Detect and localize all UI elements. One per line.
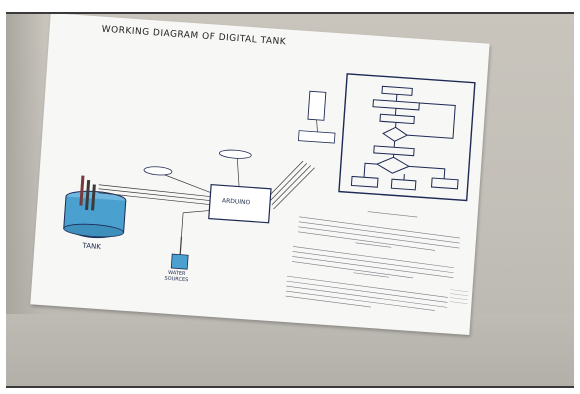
wall-bottom [6,314,574,386]
tank-drawing [63,175,127,239]
poster: WORKING DIAGRAM OF DIGITAL TANK [30,14,490,335]
flowchart [338,73,476,202]
poster-drawing [63,73,476,311]
photo-scene: WORKING DIAGRAM OF DIGITAL TANK [6,12,574,388]
water-source-drawing [170,236,189,270]
side-note [449,289,469,305]
tank-label: TANK [82,241,102,252]
arduino-box [208,183,272,224]
water-source-label: WATER SOURCES [164,269,189,284]
description-text [285,211,461,311]
wires [98,115,319,237]
